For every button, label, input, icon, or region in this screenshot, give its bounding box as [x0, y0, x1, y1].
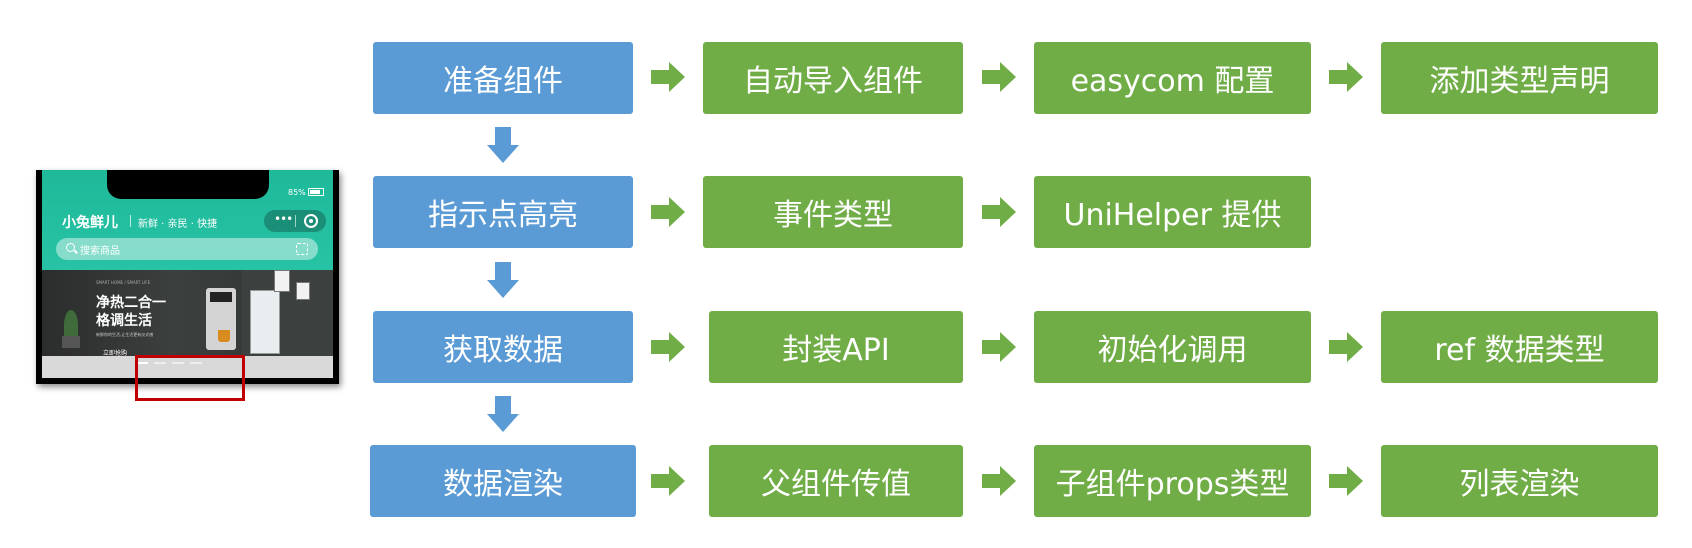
scan-icon[interactable]	[296, 243, 308, 255]
step-easycom-config: easycom 配置	[1034, 42, 1311, 114]
step-parent-pass-value: 父组件传值	[709, 445, 963, 517]
capsule-divider	[295, 215, 296, 227]
arrow-down-icon	[487, 396, 519, 432]
swiper-dot[interactable]	[154, 362, 166, 364]
step-unihelper: UniHelper 提供	[1034, 176, 1311, 248]
start-box-indicator-highlight: 指示点高亮	[373, 176, 633, 248]
search-icon	[66, 243, 75, 252]
arrow-right-icon	[1329, 62, 1363, 92]
arrow-right-icon	[651, 332, 685, 362]
arrow-right-icon	[651, 62, 685, 92]
water-tank-image	[250, 290, 280, 354]
phone-notch	[107, 170, 269, 199]
step-add-type-declaration: 添加类型声明	[1381, 42, 1658, 114]
banner-headline-line-2: 格调生活	[96, 313, 152, 329]
close-target-icon[interactable]	[304, 214, 318, 228]
arrow-right-icon	[1329, 332, 1363, 362]
step-init-call: 初始化调用	[1034, 311, 1311, 383]
app-slogan: 新鲜 · 亲民 · 快捷	[138, 219, 218, 230]
arrow-down-icon	[487, 262, 519, 298]
battery-level: 85%	[288, 188, 306, 197]
dispenser-top	[210, 292, 232, 302]
indicator-highlight-box	[135, 355, 245, 401]
step-list-render: 列表渲染	[1381, 445, 1658, 517]
brand-divider	[130, 215, 131, 227]
arrow-right-icon	[982, 197, 1016, 227]
plant-image	[64, 310, 78, 340]
swiper-dot[interactable]	[172, 362, 184, 364]
arrow-right-icon	[982, 332, 1016, 362]
swiper-banner[interactable]: SMART HOME / SMART LIFE 净热二合一 格调生活 新鲜你的生…	[42, 270, 333, 378]
more-icon[interactable]: •••	[274, 212, 293, 226]
mini-program-capsule[interactable]: •••	[264, 210, 326, 232]
step-ref-data-type: ref 数据类型	[1381, 311, 1658, 383]
arrow-down-icon	[487, 127, 519, 163]
step-child-props-type: 子组件props类型	[1034, 445, 1311, 517]
start-box-data-render: 数据渲染	[370, 445, 636, 517]
search-placeholder: 搜索商品	[80, 246, 120, 257]
banner-headline: 净热二合一 格调生活	[96, 294, 166, 330]
arrow-right-icon	[982, 466, 1016, 496]
arrow-right-icon	[651, 466, 685, 496]
arrow-right-icon	[651, 197, 685, 227]
start-box-fetch-data: 获取数据	[373, 311, 633, 383]
arrow-right-icon	[1329, 466, 1363, 496]
cup-image	[218, 330, 230, 342]
wall-frame-2	[296, 282, 310, 300]
search-bar[interactable]: 搜索商品	[56, 238, 318, 260]
phone-screenshot: 85% 小兔鲜儿 新鲜 · 亲民 · 快捷 ••• 搜索商品 SMART HOM…	[36, 170, 339, 384]
swiper-dot-active[interactable]	[136, 362, 148, 364]
plant-pot-image	[62, 336, 80, 348]
banner-description: 新鲜你的生活,让生活更有仪式感	[96, 332, 154, 337]
start-box-prepare-component: 准备组件	[373, 42, 633, 114]
banner-english-text: SMART HOME / SMART LIFE	[96, 280, 151, 285]
banner-counter	[42, 356, 333, 378]
battery-icon	[308, 188, 324, 196]
swiper-dot[interactable]	[190, 362, 202, 364]
step-wrap-api: 封装API	[709, 311, 963, 383]
arrow-right-icon	[982, 62, 1016, 92]
banner-buy-link[interactable]: 立即抢购	[103, 350, 128, 357]
step-event-type: 事件类型	[703, 176, 963, 248]
step-auto-import: 自动导入组件	[703, 42, 963, 114]
wall-frame-1	[274, 270, 290, 292]
app-logo: 小兔鲜儿	[62, 215, 118, 231]
banner-headline-line-1: 净热二合一	[96, 295, 166, 311]
